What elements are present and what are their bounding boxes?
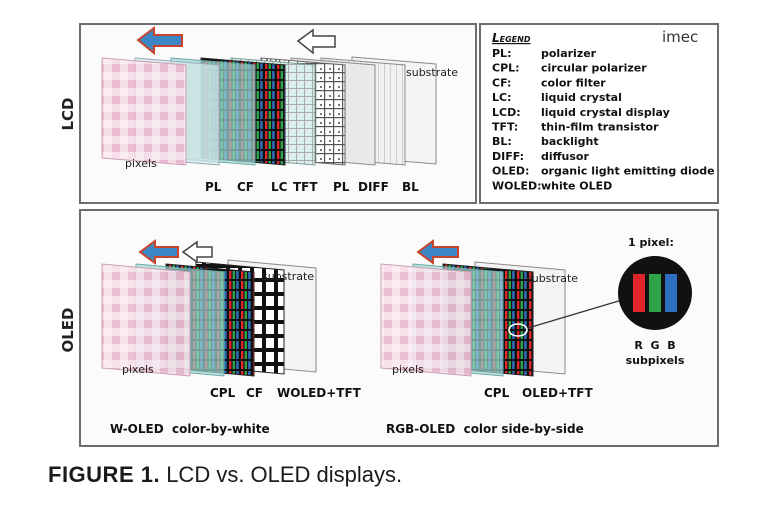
lcd-label-tft: TFT (293, 180, 318, 194)
lcd-substrate-label: substrate (406, 66, 458, 79)
legend-abbr: PL: (492, 47, 511, 60)
subpixels-label: subpixels (626, 354, 685, 367)
subpixel-red (633, 274, 645, 312)
woled-caption: W-OLED color-by-white (110, 422, 270, 436)
legend-definition: organic light emitting diode (541, 165, 715, 178)
pixel-callout: 1 pixel: R G B subpixels (618, 236, 692, 367)
lcd-light-arrow-icon (136, 26, 183, 56)
rgb-oled-pixels-label: pixels (392, 363, 424, 376)
woled-stack: substrate pixels CPL CF WOLED+TFT W-OLED… (101, 239, 362, 436)
legend-title: Legend (492, 31, 531, 45)
lcd-panel: LCD substrate pixels PL CF LC TFT PL DIF… (59, 23, 477, 204)
oled-section-label: OLED (59, 307, 77, 352)
legend-abbr: WOLED: (492, 179, 542, 192)
legend-definition: liquid crystal display (541, 106, 670, 119)
rgb-oled-stack: substrate pixels CPL OLED+TFT RGB-OLED c… (380, 239, 623, 436)
legend-definition: polarizer (541, 47, 597, 60)
legend-definition: backlight (541, 135, 599, 148)
oled-panel: OLED substrate pixels CPL CF WOLED+TFT W… (59, 209, 719, 447)
rgb-oled-pixel-highlight (508, 323, 528, 337)
legend-definition: circular polarizer (541, 62, 647, 75)
legend-definition: color filter (541, 76, 606, 89)
lcd-layer-labels: PL CF LC TFT PL DIFF BL (205, 180, 419, 194)
woled-label-woled-tft: WOLED+TFT (277, 386, 362, 400)
rgb-oled-label-cpl: CPL (484, 386, 510, 400)
rgb-oled-pixels-layer (380, 263, 472, 377)
subpixel-green (649, 274, 661, 312)
legend-abbr: LC: (492, 91, 511, 104)
pixel-callout-title: 1 pixel: (628, 236, 674, 249)
legend-abbr: TFT: (492, 121, 518, 134)
legend-abbr: BL: (492, 135, 512, 148)
lcd-label-cf: CF (237, 180, 254, 194)
legend-definition: white OLED (541, 179, 612, 192)
rgb-oled-substrate-label: substrate (526, 272, 578, 285)
woled-label-cpl: CPL (210, 386, 236, 400)
legend-definition: thin-film transistor (541, 121, 659, 134)
woled-light-arrow-icon (138, 239, 179, 265)
figure-number: FIGURE 1. (48, 462, 161, 487)
woled-pixels-layer (101, 263, 191, 377)
imec-logo: imec (662, 28, 698, 46)
lcd-outline-arrow-icon (296, 28, 336, 55)
legend-abbr: DIFF: (492, 150, 524, 163)
lcd-label-lc: LC (271, 180, 288, 194)
lcd-layer-pixels (101, 57, 187, 166)
rgb-oled-label-oled-tft: OLED+TFT (522, 386, 593, 400)
lcd-label-bl: BL (402, 180, 419, 194)
lcd-label-diff: DIFF (358, 180, 389, 194)
legend-abbr: OLED: (492, 165, 529, 178)
lcd-label-pl-back: PL (333, 180, 350, 194)
legend-definition: diffusor (541, 150, 589, 163)
subpixel-blue (665, 274, 677, 312)
woled-pixels-label: pixels (122, 363, 154, 376)
figure-caption: FIGURE 1. LCD vs. OLED displays. (48, 462, 402, 488)
legend-frame (479, 23, 719, 204)
pixel-callout-pointer (527, 299, 623, 329)
subpixel-letters: R G B (634, 339, 675, 352)
legend-abbr: CPL: (492, 62, 520, 75)
figure-caption-text: LCD vs. OLED displays. (160, 462, 403, 487)
legend-abbr: LCD: (492, 106, 521, 119)
rgb-oled-caption: RGB-OLED color side-by-side (386, 422, 584, 436)
legend-definition: liquid crystal (541, 91, 622, 104)
lcd-label-pl-front: PL (205, 180, 222, 194)
woled-outline-arrow-icon (181, 240, 213, 264)
lcd-section-label: LCD (59, 97, 77, 130)
woled-substrate-label: substrate (262, 270, 314, 283)
legend-abbr: CF: (492, 76, 511, 89)
lcd-pixels-label: pixels (125, 157, 157, 170)
rgb-oled-light-arrow-icon (416, 239, 459, 265)
woled-label-cf: CF (246, 386, 263, 400)
